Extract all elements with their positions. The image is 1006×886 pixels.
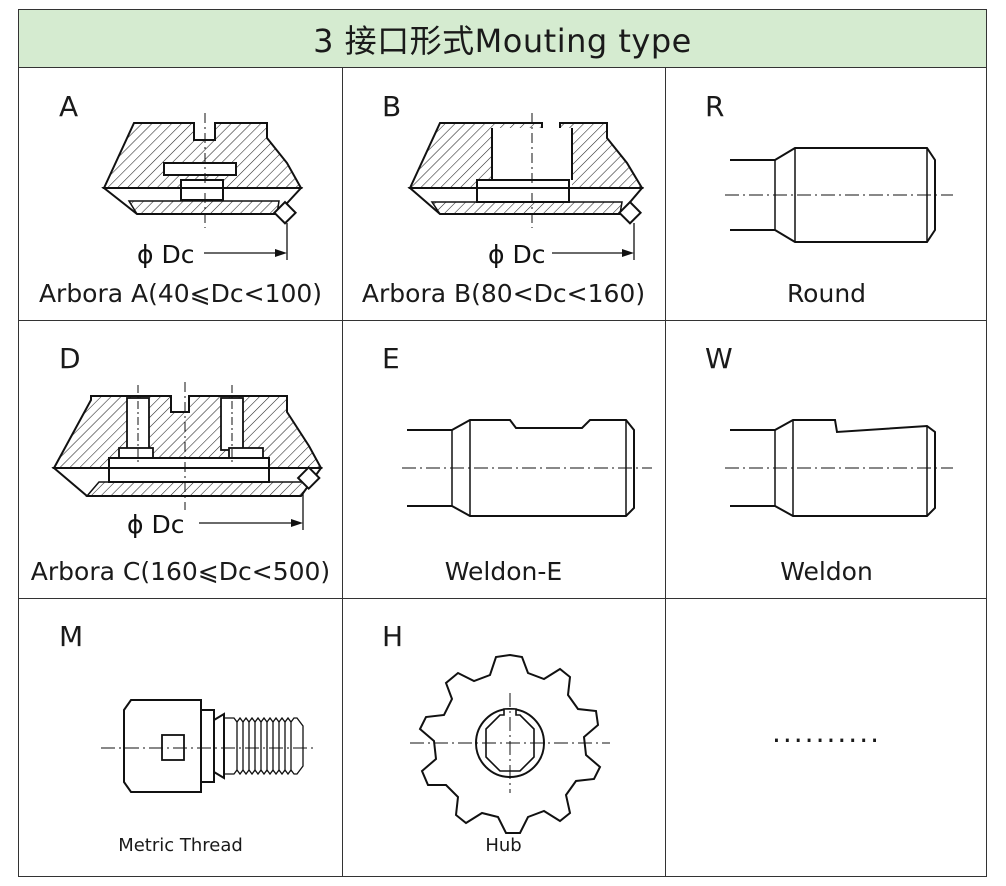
hub-cutter-drawing bbox=[410, 653, 610, 834]
type-letter: W bbox=[705, 342, 733, 375]
table-header: 3 接口形式Mouting type bbox=[19, 10, 986, 68]
round-shank-drawing bbox=[725, 147, 953, 243]
cell-caption: Arbora B(80<Dc<160) bbox=[361, 279, 646, 308]
arbor-a-drawing: ϕ Dc bbox=[101, 113, 304, 269]
row-divider bbox=[19, 320, 986, 321]
diameter-label: ϕ Dc bbox=[488, 240, 545, 269]
arbor-c-drawing: ϕ Dc bbox=[51, 382, 323, 539]
cell-caption: Metric Thread bbox=[118, 835, 243, 856]
type-letter: R bbox=[705, 90, 725, 123]
type-letter: H bbox=[382, 620, 404, 653]
type-letter: E bbox=[382, 342, 400, 375]
cell-metric-thread: M Metric Thread bbox=[19, 598, 342, 876]
metric-thread-drawing bbox=[101, 699, 314, 793]
cell-caption: Round bbox=[786, 279, 867, 308]
row-divider bbox=[19, 598, 986, 599]
cell-weldon-e: E Weldon-E bbox=[342, 320, 665, 598]
cell-caption: Hub bbox=[485, 835, 522, 856]
type-letter: D bbox=[59, 342, 81, 375]
type-letter: A bbox=[59, 90, 79, 123]
type-letter: M bbox=[59, 620, 84, 653]
diameter-label: ϕ Dc bbox=[127, 510, 184, 539]
type-letter: B bbox=[382, 90, 402, 123]
mounting-type-table: 3 接口形式Mouting type A ϕ Dc Arbora A(40⩽Dc… bbox=[18, 9, 987, 877]
cell-caption: Arbora C(160⩽Dc<500) bbox=[30, 557, 331, 586]
more-placeholder: .......... bbox=[771, 716, 881, 749]
diameter-label: ϕ Dc bbox=[137, 240, 194, 269]
cell-round: R Round bbox=[665, 68, 988, 320]
cell-weldon: W Weldon bbox=[665, 320, 988, 598]
cell-more: .......... bbox=[665, 598, 988, 876]
cell-caption: Weldon-E bbox=[444, 557, 563, 586]
cell-arbor-b: B ϕ Dc Arbora B(80<Dc<160) bbox=[342, 68, 665, 320]
cell-arbor-a: A ϕ Dc Arbora A(40⩽Dc<100) bbox=[19, 68, 342, 320]
cell-arbor-c: D ϕ Dc Arbora C(160⩽Dc<500) bbox=[19, 320, 342, 598]
cell-caption: Arbora A(40⩽Dc<100) bbox=[38, 279, 323, 308]
weldon-drawing bbox=[725, 419, 953, 517]
cell-hub: H Hub bbox=[342, 598, 665, 876]
column-divider bbox=[342, 68, 343, 876]
arbor-b-drawing: ϕ Dc bbox=[407, 113, 645, 269]
column-divider bbox=[665, 68, 666, 876]
cell-caption: Weldon bbox=[780, 557, 873, 586]
weldon-e-drawing bbox=[402, 419, 652, 517]
